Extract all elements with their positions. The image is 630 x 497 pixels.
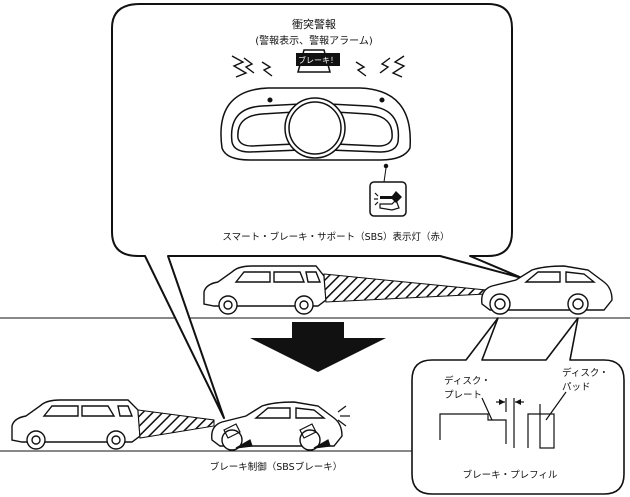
warning-display-text: ブレーキ！ — [298, 55, 338, 65]
disc-plate-label-2: プレート — [444, 390, 482, 401]
instrument-cluster — [220, 87, 411, 169]
transition-arrow-icon — [250, 322, 386, 372]
brake-prefill-caption: ブレーキ・プレフィル — [463, 469, 558, 481]
callout-right — [411, 317, 625, 495]
sbs-indicator-icon — [369, 181, 407, 217]
callout-top — [111, 3, 523, 419]
radar-beam-lower — [137, 409, 215, 439]
alert-subtitle: (警報表示、警報アラーム) — [255, 34, 373, 47]
disc-plate-label-1: ディスク・ — [444, 375, 491, 387]
disc-pad-label-2: パッド — [562, 382, 591, 393]
radar-beam-upper — [323, 273, 487, 303]
brake-control-caption: ブレーキ制御（SBSブレーキ） — [210, 461, 342, 473]
alarm-sound-left-icon — [231, 55, 273, 78]
sedan-upper — [481, 265, 613, 315]
brake-disc-diagram — [439, 391, 567, 449]
alert-title: 衝突警報 — [292, 17, 336, 31]
gap-arrow-icon — [499, 399, 521, 405]
warning-display: ブレーキ！ — [296, 49, 340, 73]
impact-burst-icon — [337, 405, 350, 427]
brake-force-icon — [223, 423, 331, 449]
minivan-lower — [11, 399, 141, 450]
sbs-indicator-caption: スマート・ブレーキ・サポート（SBS）表示灯（赤） — [222, 231, 449, 243]
alarm-sound-right-icon — [355, 55, 406, 78]
minivan-upper — [203, 265, 327, 315]
disc-pad-label-1: ディスク・ — [562, 367, 609, 379]
